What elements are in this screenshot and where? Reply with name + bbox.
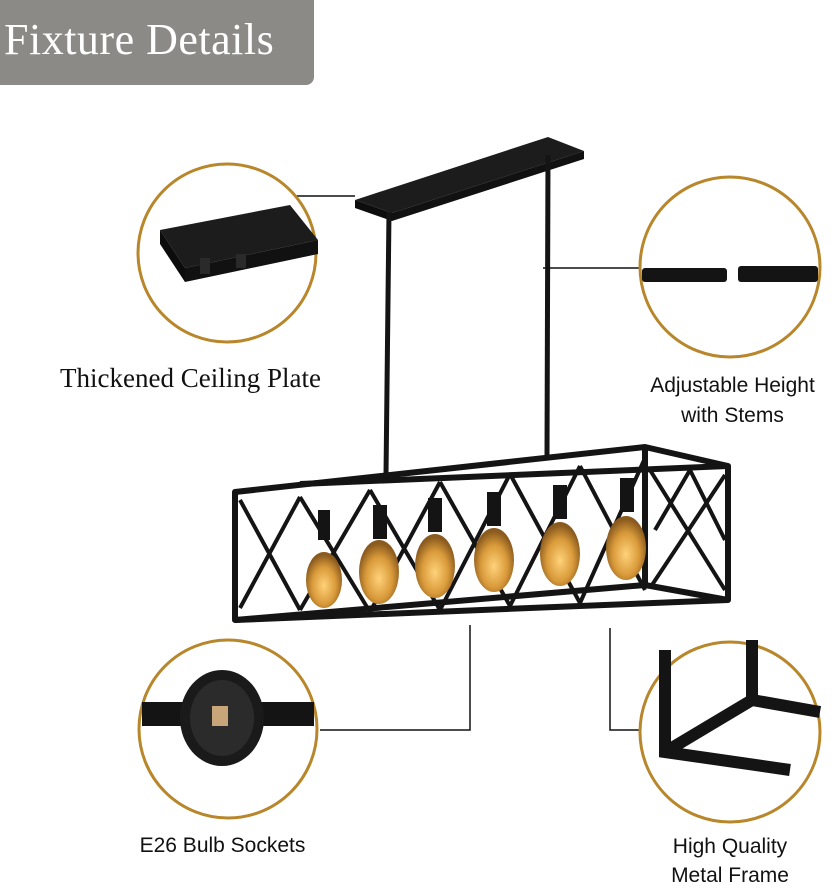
leader-lines xyxy=(285,195,640,731)
callout-height-line1: Adjustable Height xyxy=(650,374,815,397)
bulb xyxy=(474,492,514,592)
ceiling-plate xyxy=(355,137,584,221)
callout-frame-line2: Metal Frame xyxy=(671,864,789,887)
detail-circle-frame xyxy=(638,640,822,824)
callout-sockets: E26 Bulb Sockets xyxy=(139,834,306,857)
bulb xyxy=(540,485,580,586)
bulb xyxy=(415,498,455,598)
page-title: Fixture Details xyxy=(4,15,275,64)
detail-circle-sockets xyxy=(137,638,319,820)
bulbs xyxy=(306,478,646,608)
stems xyxy=(383,154,551,476)
bulb xyxy=(606,478,646,580)
callout-ceiling-plate: Thickened Ceiling Plate xyxy=(60,363,321,393)
bulb xyxy=(306,510,342,608)
title-badge: Fixture Details xyxy=(0,0,314,85)
detail-circle-ceiling-plate xyxy=(136,162,318,344)
callout-height-line2: with Stems xyxy=(681,404,784,427)
detail-circle-stems xyxy=(638,175,822,359)
callout-frame-line1: High Quality xyxy=(672,835,788,858)
bulb xyxy=(359,505,399,604)
